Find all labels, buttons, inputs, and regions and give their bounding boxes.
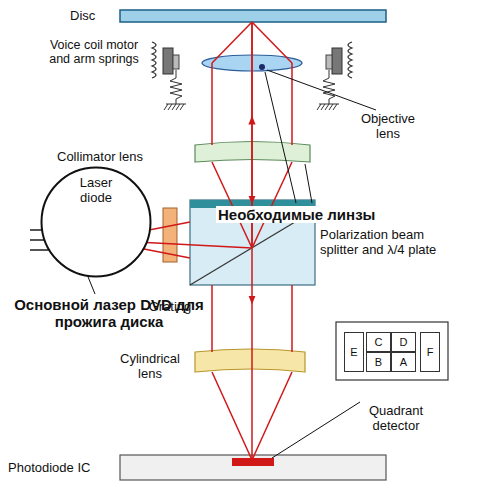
laser-diode-circle: Laser diode [40, 166, 152, 278]
cell-letter: C [375, 336, 383, 348]
annotation: Необходимые линзы [216, 206, 377, 223]
part-label: Disc [70, 9, 115, 24]
part-label: Collimator lens [20, 150, 180, 165]
annotation: Основной лазер DVD для прожига диска [14, 296, 204, 331]
cell-letter: F [427, 346, 434, 358]
lens-dot [259, 64, 265, 70]
disc [120, 10, 386, 22]
part-label: Photodiode IC [8, 461, 118, 476]
detector-cell: F [420, 332, 440, 372]
part-label: Quadrant detector [350, 404, 442, 434]
cell-letter: B [375, 356, 382, 368]
component-label: Laser diode [64, 176, 128, 206]
detector-cell: A [391, 352, 416, 372]
cell-letter: E [350, 346, 357, 358]
cell-letter: D [400, 336, 408, 348]
detector-cell: C [366, 332, 391, 352]
detector-cell: D [391, 332, 416, 352]
part-label: Objective lens [352, 112, 424, 142]
detector-cell: E [344, 332, 364, 372]
circle-outline [42, 168, 151, 277]
part-label: Polarization beam splitter and λ/4 plate [320, 228, 448, 258]
detector-housing [336, 322, 448, 380]
cell-letter: A [400, 356, 407, 368]
part-label: Cylindrical lens [110, 352, 190, 382]
detector-cell: B [366, 352, 391, 372]
coil-holder [326, 55, 332, 69]
cylindrical-lens [195, 349, 305, 372]
magnet [163, 48, 173, 74]
part-label: Voice coil motor and arm springs [38, 38, 150, 67]
magnet [332, 48, 342, 74]
coil-holder [173, 55, 179, 69]
